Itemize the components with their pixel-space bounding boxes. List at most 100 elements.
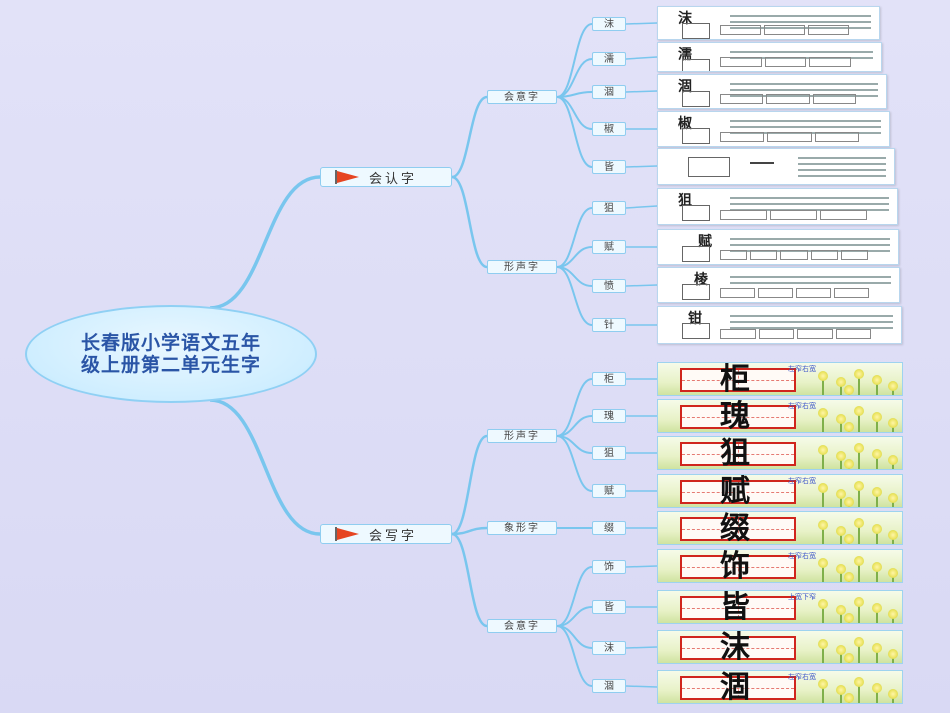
group-node[interactable]: 会意字 xyxy=(487,90,557,104)
flower-stem xyxy=(822,607,824,623)
char-info-card[interactable]: 椒 xyxy=(657,111,890,147)
connector-line xyxy=(625,56,658,60)
flower-decoration xyxy=(818,445,828,455)
char-info-card[interactable] xyxy=(657,148,895,185)
leaf-node[interactable]: 柜 xyxy=(592,372,626,386)
leaf-node[interactable]: 涸 xyxy=(592,679,626,693)
flower-decoration xyxy=(844,572,854,582)
leaf-node[interactable]: 狙 xyxy=(592,446,626,460)
leaf-node[interactable]: 皆 xyxy=(592,160,626,174)
flower-stem xyxy=(840,653,842,663)
flower-stem xyxy=(876,651,878,663)
char-info-card[interactable]: 沫 xyxy=(657,6,880,40)
card-text-lines xyxy=(730,11,871,33)
card-text-lines xyxy=(730,79,878,101)
leaf-node[interactable]: 缀 xyxy=(592,521,626,535)
flower-decoration xyxy=(836,414,846,424)
leaf-node[interactable]: 濡 xyxy=(592,52,626,66)
group-node[interactable]: 会意字 xyxy=(487,619,557,633)
write-card[interactable]: 赋 左窄右宽 xyxy=(657,474,903,508)
char-info-card[interactable]: 涸 xyxy=(657,74,887,109)
write-card[interactable]: 瑰 左窄右宽 xyxy=(657,399,903,433)
flower-decoration xyxy=(844,459,854,469)
leaf-node[interactable]: 狙 xyxy=(592,201,626,215)
group-node[interactable]: 象形字 xyxy=(487,521,557,535)
char-info-card[interactable]: 狙 xyxy=(657,188,898,225)
flower-stem xyxy=(876,611,878,623)
leaf-node[interactable]: 饰 xyxy=(592,560,626,574)
flower-stem xyxy=(822,491,824,507)
leaf-node[interactable]: 皆 xyxy=(592,600,626,614)
card-text-lines xyxy=(730,272,891,288)
write-card[interactable]: 狙 xyxy=(657,436,903,470)
connector-line xyxy=(625,90,658,93)
flower-decoration xyxy=(818,599,828,609)
flower-stem xyxy=(840,422,842,432)
branch-write-label: 会写字 xyxy=(369,528,418,544)
branch-write-node[interactable]: 会写字 xyxy=(320,524,452,544)
connector-line xyxy=(625,22,658,25)
leaf-node[interactable]: 沫 xyxy=(592,641,626,655)
char-info-card[interactable]: 棱 xyxy=(657,267,900,303)
flower-stem xyxy=(858,489,860,507)
leaf-node[interactable]: 赋 xyxy=(592,240,626,254)
char-info-card[interactable]: 赋 xyxy=(657,229,899,265)
leaf-node[interactable]: 椒 xyxy=(592,122,626,136)
connector-line xyxy=(209,175,321,310)
evolution-strip xyxy=(720,250,869,260)
write-card[interactable]: 皆 上宽下窄 xyxy=(657,590,903,624)
write-character: 柜 xyxy=(720,362,756,396)
leaf-node[interactable]: 针 xyxy=(592,318,626,332)
write-card[interactable]: 柜 左窄右宽 xyxy=(657,362,903,396)
root-title: 长春版小学语文五年级上册第二单元生字 xyxy=(80,332,261,376)
flower-stem xyxy=(822,416,824,432)
flower-decoration xyxy=(818,408,828,418)
connector-line xyxy=(556,266,593,326)
tian-grid xyxy=(680,517,796,541)
group-node[interactable]: 形声字 xyxy=(487,429,557,443)
flower-stem xyxy=(892,389,894,395)
flower-stem xyxy=(858,414,860,432)
flower-decoration xyxy=(888,609,898,619)
evolution-strip xyxy=(720,57,852,67)
evolution-strip xyxy=(720,329,871,339)
connector-line xyxy=(451,175,488,269)
connector-line xyxy=(625,565,658,568)
flower-decoration xyxy=(854,369,864,379)
write-card[interactable]: 缀 xyxy=(657,511,903,545)
tian-grid xyxy=(680,442,796,466)
tian-grid xyxy=(680,368,796,392)
group-node[interactable]: 形声字 xyxy=(487,260,557,274)
leaf-node[interactable]: 赋 xyxy=(592,484,626,498)
flower-decoration xyxy=(854,556,864,566)
branch-recognize-node[interactable]: 会认字 xyxy=(320,167,452,187)
flower-stem xyxy=(822,687,824,703)
root-node[interactable]: 长春版小学语文五年级上册第二单元生字 xyxy=(25,305,317,403)
flower-decoration xyxy=(836,377,846,387)
flower-decoration xyxy=(872,375,882,385)
flower-decoration xyxy=(818,558,828,568)
write-card[interactable]: 沫 xyxy=(657,630,903,664)
write-card[interactable]: 饰 左窄右宽 xyxy=(657,549,903,583)
evolution-strip xyxy=(720,132,859,142)
leaf-node[interactable]: 瑰 xyxy=(592,409,626,423)
flower-stem xyxy=(822,528,824,544)
connector-line xyxy=(625,205,658,209)
arrow-icon xyxy=(750,162,774,164)
flower-decoration xyxy=(888,649,898,659)
leaf-node[interactable]: 愤 xyxy=(592,279,626,293)
flower-decoration xyxy=(844,422,854,432)
leaf-node[interactable]: 涸 xyxy=(592,85,626,99)
char-info-card[interactable]: 濡 xyxy=(657,42,882,72)
connector-line xyxy=(556,625,593,687)
flower-decoration xyxy=(854,637,864,647)
char-info-card[interactable]: 钳 xyxy=(657,306,902,344)
connector-line xyxy=(451,532,488,628)
connector-line xyxy=(556,566,593,627)
flower-stem xyxy=(840,385,842,395)
leaf-node[interactable]: 沫 xyxy=(592,17,626,31)
flower-decoration xyxy=(844,613,854,623)
write-card[interactable]: 涸 左窄右宽 xyxy=(657,670,903,704)
flower-stem xyxy=(822,647,824,663)
